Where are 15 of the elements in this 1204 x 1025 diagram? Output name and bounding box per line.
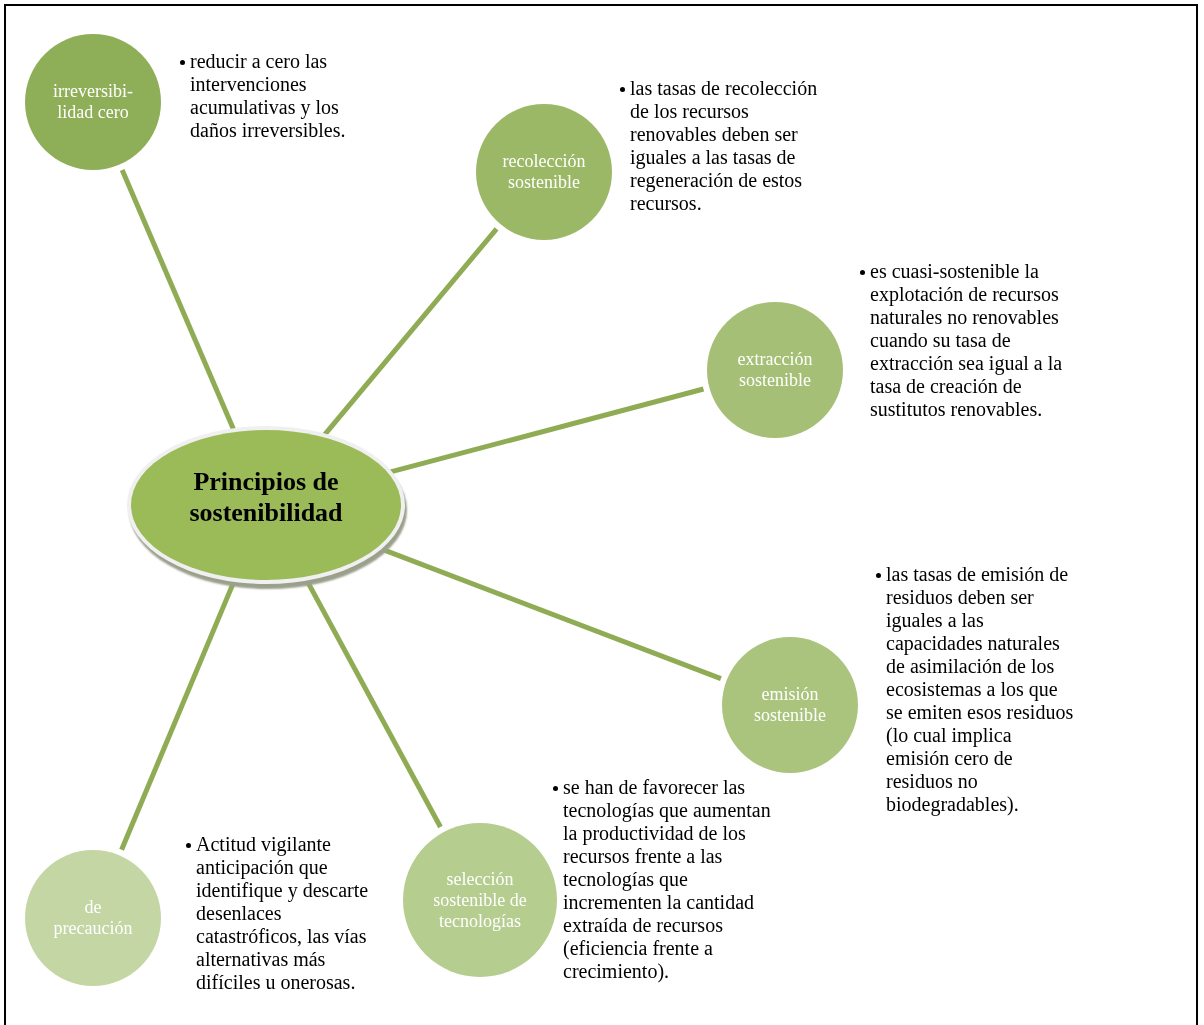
description-text: las tasas de emisión de residuos deben ser iguales a las capacidades naturales de asimilación de los ecosistemas a los que se emiten esos residuos (lo cual implica emisión cero de residuos no biodegradables). [886,563,1075,816]
topic-label: recolección sostenible [501,151,587,193]
description-text: se han de favorecer las tecnologías que aumentan la productividad de los recursos frente a las tecnologías que incrementen la cantidad extraída de recursos (eficiencia frente a crecimiento). [563,776,772,983]
description-text: Actitud vigilante anticipación que identifique y descarte desenlaces catastróficos, las vías alternativas más difíciles u onerosas. [196,833,370,994]
topic-label: de precaución [52,897,134,939]
connector-line [378,545,722,681]
description-text: es cuasi-sostenible la explotación de recursos naturales no renovables cuando su tasa de extracción sea igual a la tasa de creación de sustitutos renovables. [870,260,1064,421]
title-text: Principios de sostenibilidad [188,466,344,528]
description-text: las tasas de recolección de los recursos renovables deben ser iguales a las tasas de regeneración de estos recursos. [630,77,819,215]
topic-label: extracción sostenible [736,349,814,391]
topic-label: irreversibi- lidad cero [52,81,134,123]
topic-label: selección sostenible de tecnologías [432,868,528,932]
connector-line [389,386,705,475]
description-text: reducir a cero las intervenciones acumulativas y los daños irreversibles. [190,50,347,142]
topic-label: emisión sostenible [753,684,827,726]
